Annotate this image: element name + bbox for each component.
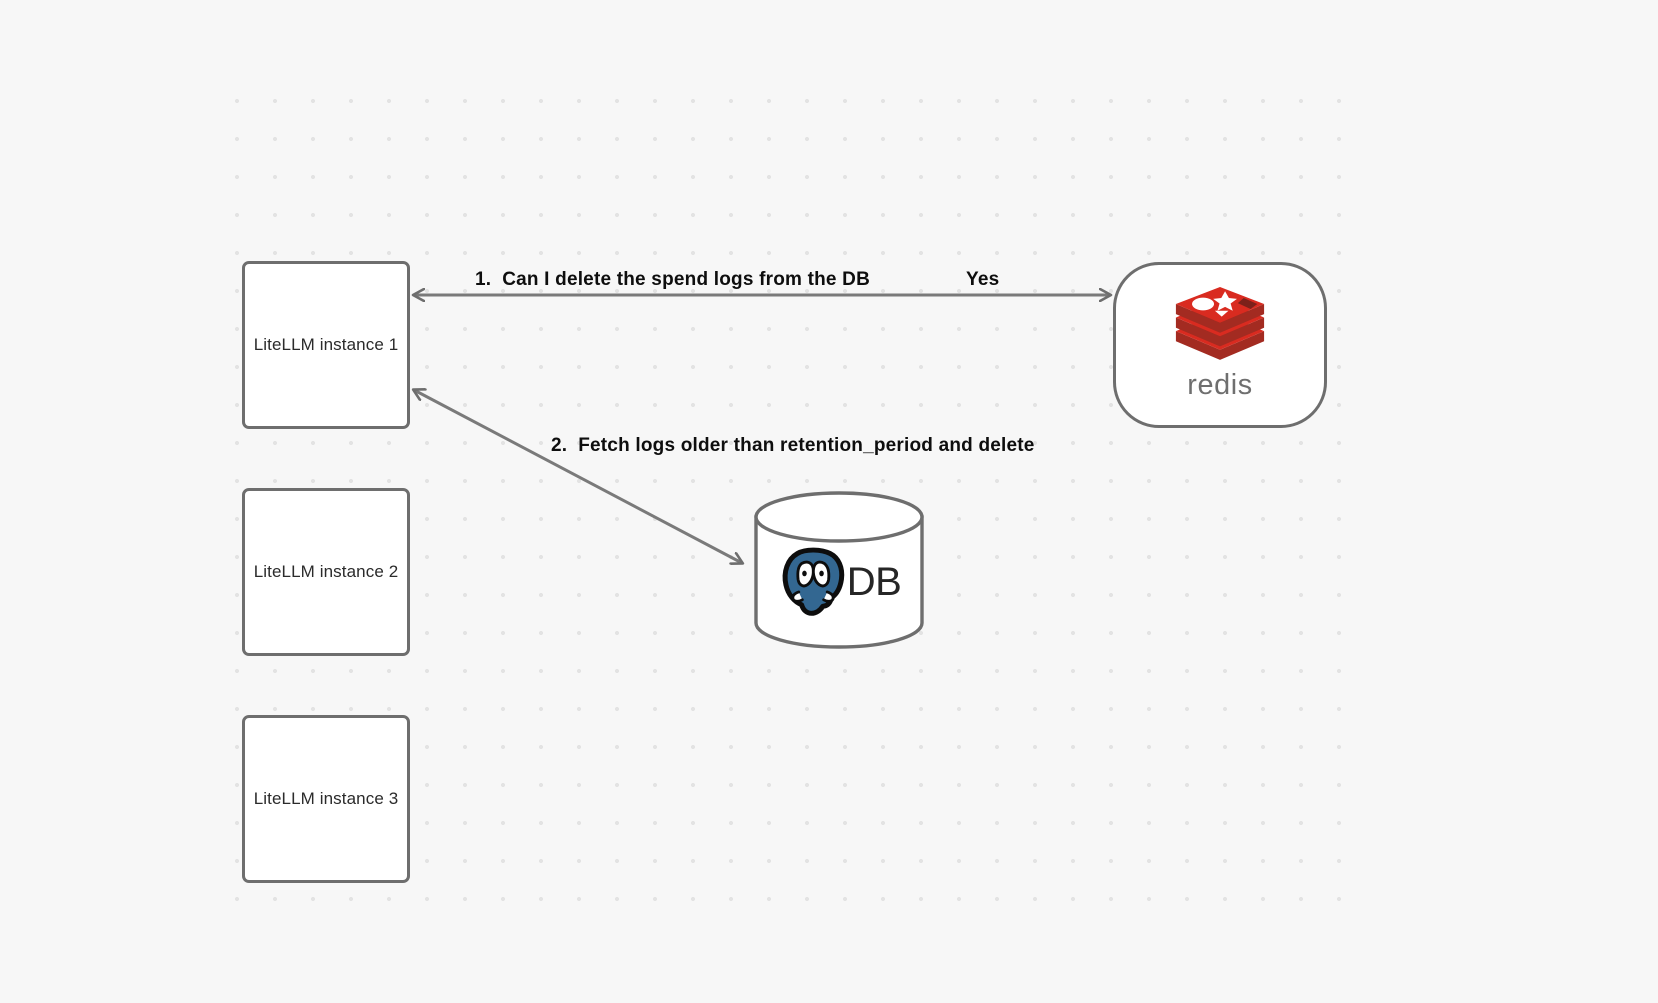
- edge-1-answer-label: Yes: [966, 269, 1000, 290]
- node-redis[interactable]: redis: [1113, 262, 1327, 428]
- postgresql-elephant-icon: [782, 547, 844, 616]
- svg-text:redis: redis: [1187, 369, 1252, 401]
- database-label: DB: [846, 559, 902, 604]
- node-litellm-instance-2[interactable]: LiteLLM instance 2: [242, 488, 410, 656]
- edge-2-label: 2. Fetch logs older than retention_perio…: [551, 435, 1035, 456]
- redis-wordmark-text: redis: [1187, 369, 1252, 401]
- node-litellm-instance-3-label: LiteLLM instance 3: [253, 789, 399, 808]
- node-litellm-instance-3[interactable]: LiteLLM instance 3: [242, 715, 410, 883]
- node-database[interactable]: DB: [753, 491, 925, 649]
- node-litellm-instance-1-label: LiteLLM instance 1: [253, 335, 399, 354]
- edge-litellm1-database: [414, 390, 742, 563]
- node-litellm-instance-1[interactable]: LiteLLM instance 1: [242, 261, 410, 429]
- database-content: DB: [753, 539, 925, 625]
- redis-logo-icon: [1175, 287, 1265, 360]
- edge-1-label: 1. Can I delete the spend logs from the …: [475, 269, 870, 290]
- redis-wordmark: redis: [1166, 367, 1274, 403]
- node-litellm-instance-2-label: LiteLLM instance 2: [253, 562, 399, 581]
